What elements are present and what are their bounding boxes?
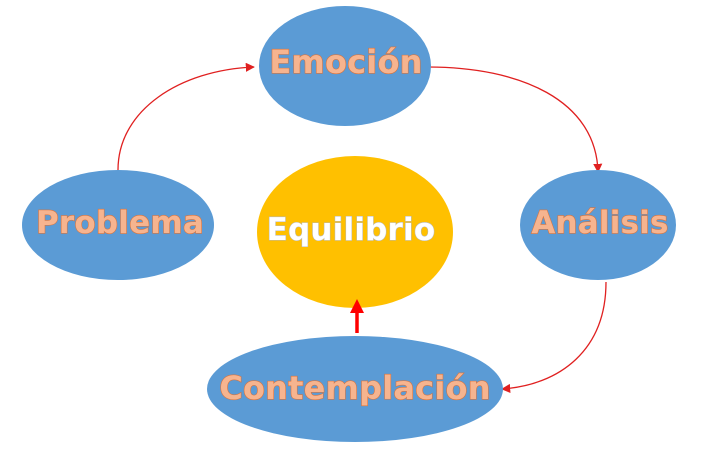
connector-problema-to-emocion xyxy=(117,62,255,171)
connector-analisis-to-contemplacion xyxy=(501,281,607,393)
node-equilibrio xyxy=(257,156,453,308)
connector-emocion-to-analisis xyxy=(427,66,603,173)
label-contemplacion: Contemplación xyxy=(219,369,490,407)
label-emocion: Emoción xyxy=(269,43,422,81)
node-contemplacion xyxy=(207,336,503,442)
node-problema xyxy=(22,170,214,280)
node-emocion xyxy=(259,6,431,126)
node-analisis xyxy=(520,170,676,280)
label-problema: Problema xyxy=(36,205,204,241)
label-analisis: Análisis xyxy=(531,205,668,241)
label-equilibrio: Equilibrio xyxy=(267,212,436,248)
